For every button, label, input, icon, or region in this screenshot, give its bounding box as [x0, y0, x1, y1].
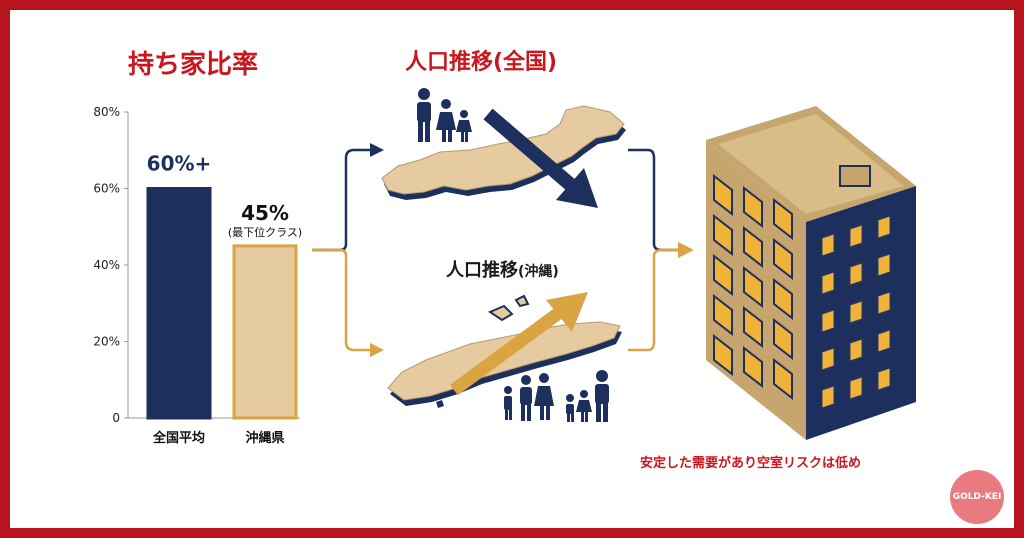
building-window — [773, 357, 793, 401]
rise-arrowhead — [546, 292, 588, 332]
category-label: 沖縄県 — [245, 430, 284, 446]
bar-okinawa — [232, 244, 298, 420]
building-window — [849, 338, 863, 362]
bar-national — [146, 187, 212, 420]
merge-arrowhead — [678, 242, 694, 258]
building-window — [821, 385, 835, 409]
building-window — [849, 224, 863, 248]
building-window — [743, 305, 763, 349]
navy-arrowhead — [370, 143, 384, 157]
okinawa-rank-note: (最下位クラス) — [228, 225, 302, 239]
okinawa-title-paren: (沖縄) — [518, 264, 559, 280]
okinawa-population-title: 人口推移(沖縄) — [446, 256, 559, 282]
building-window — [743, 225, 763, 269]
category-label: 全国平均 — [152, 430, 205, 446]
ownership-title: 持ち家比率 — [128, 50, 259, 80]
building-window — [743, 265, 763, 309]
building-window — [743, 185, 763, 229]
ownership-bar-chart: 0 20% 40% 60% 80% 全国平均 60%+ 沖縄県 45%(最下位クラス) — [93, 105, 302, 446]
navy-branch-arrow — [312, 148, 372, 252]
building-window — [877, 291, 891, 315]
building-window — [713, 253, 733, 297]
building-window — [849, 262, 863, 286]
decline-arrow-shaft — [483, 108, 577, 192]
rise-arrow-shaft — [450, 306, 564, 396]
building-window — [849, 300, 863, 324]
building-window — [713, 173, 733, 217]
data-label: 45% — [241, 201, 289, 225]
y-tick-label: 60% — [93, 182, 120, 196]
building-window — [821, 347, 835, 371]
y-tick-label: 80% — [93, 105, 120, 119]
apartment-building-illustration — [706, 106, 916, 440]
gold-kei-badge: GOLD-KEI — [950, 470, 1004, 524]
decline-arrowhead — [556, 168, 598, 208]
building-window — [877, 215, 891, 239]
vacancy-caption: 安定した需要があり空室リスクは低め — [640, 456, 862, 471]
navy-merge-arrow — [628, 148, 680, 252]
gold-branch-arrow — [312, 248, 372, 352]
building-window — [713, 213, 733, 257]
y-tick-label: 0 — [112, 411, 120, 425]
building-window — [743, 345, 763, 389]
building-window — [773, 197, 793, 241]
building-window — [713, 333, 733, 377]
building-window — [877, 367, 891, 391]
building-window — [773, 317, 793, 361]
building-window — [773, 277, 793, 321]
gold-arrowhead — [370, 343, 384, 357]
y-tick-label: 20% — [93, 335, 120, 349]
family-icon-national — [417, 88, 472, 142]
building-window — [821, 309, 835, 333]
building-window — [713, 293, 733, 337]
okinawa-title-main: 人口推移 — [446, 260, 518, 281]
building-window — [821, 271, 835, 295]
japan-map-national — [381, 105, 626, 200]
data-label: 60%+ — [147, 152, 212, 176]
gold-merge-arrow — [628, 248, 680, 352]
y-tick-label: 40% — [93, 258, 120, 272]
building-window — [849, 376, 863, 400]
building-window — [877, 329, 891, 353]
national-population-title: 人口推移(全国) — [405, 50, 558, 75]
building-window — [773, 237, 793, 281]
family-icon-okinawa — [504, 370, 609, 422]
building-window — [877, 253, 891, 277]
building-window — [821, 233, 835, 257]
